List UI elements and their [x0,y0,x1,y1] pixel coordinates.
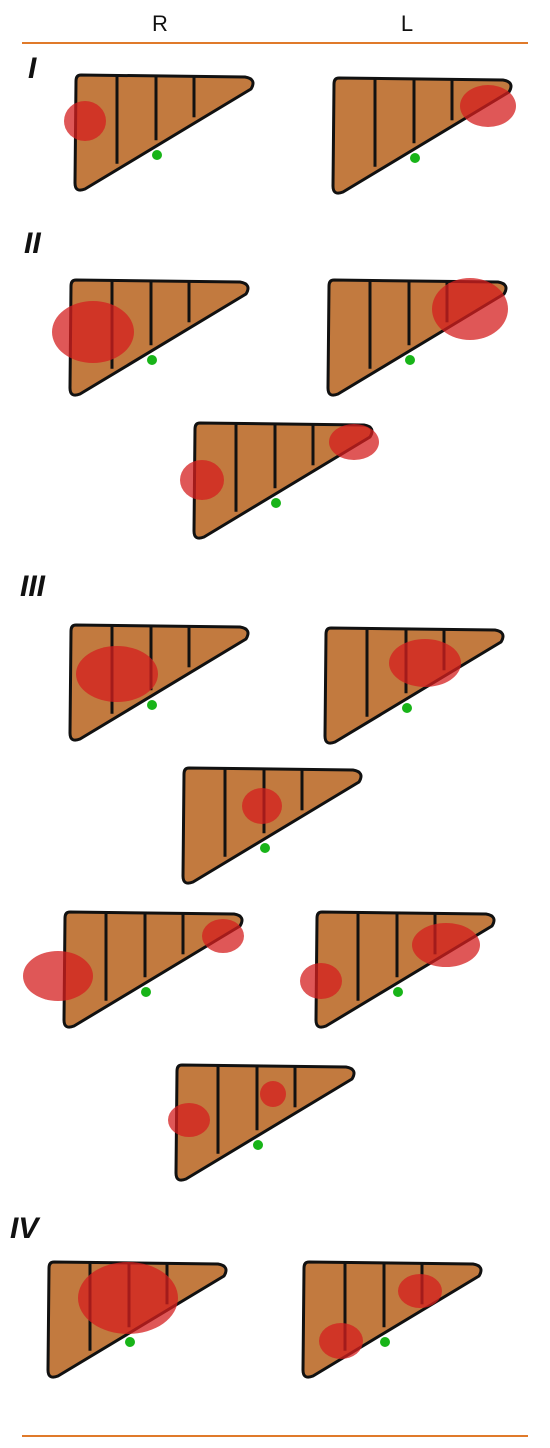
tumor-lesion [64,101,106,141]
hilum-marker [141,987,151,997]
liver-diagram [181,766,363,885]
liver-outline [301,1260,483,1379]
tumor-lesion [180,460,224,500]
tumor-lesion [260,1081,286,1107]
liver-diagram [23,910,244,1029]
tumor-lesion [398,1274,442,1308]
hilum-marker [410,153,420,163]
liver-outline [174,1063,356,1182]
liver-diagram [331,76,516,195]
hilum-marker [147,700,157,710]
stage-label-iii: III [20,570,46,603]
hilum-marker [405,355,415,365]
hilum-marker [380,1337,390,1347]
hilum-marker [271,498,281,508]
hilum-marker [253,1140,263,1150]
tumor-lesion [23,951,93,1001]
stage-label-i: I [28,52,37,85]
liver-diagram [300,910,496,1029]
tumor-lesion [202,919,244,953]
liver-diagram [323,626,505,745]
stage-label-ii: II [24,227,41,260]
tumor-lesion [78,1262,178,1334]
liver-diagram [326,278,508,397]
liver-diagram [46,1260,228,1379]
tumor-lesion [168,1103,210,1137]
hilum-marker [152,150,162,160]
liver-diagram [68,623,250,742]
liver-diagram [180,421,379,540]
tumor-lesion [319,1323,363,1359]
liver-diagram [64,73,255,192]
tumor-lesion [412,923,480,967]
tumor-lesion [329,424,379,460]
liver-outline [192,421,374,540]
tumor-lesion [76,646,158,702]
column-label-left: L [401,11,413,36]
tumor-lesion [389,639,461,687]
tumor-lesion [52,301,134,363]
liver-outline [181,766,363,885]
column-label-right: R [152,11,168,36]
tumor-lesion [460,85,516,127]
hilum-marker [393,987,403,997]
liver-outline [73,73,255,192]
tumor-lesion [300,963,342,999]
hilum-marker [125,1337,135,1347]
stage-label-iv: IV [10,1212,41,1245]
hilum-marker [402,703,412,713]
liver-diagram [168,1063,356,1182]
hilum-marker [147,355,157,365]
liver-outline [62,910,244,1029]
liver-diagram [301,1260,483,1379]
liver-diagram [52,278,250,397]
hilum-marker [260,843,270,853]
liver-diagrams [23,73,516,1379]
tumor-lesion [242,788,282,824]
tumor-lesion [432,278,508,340]
